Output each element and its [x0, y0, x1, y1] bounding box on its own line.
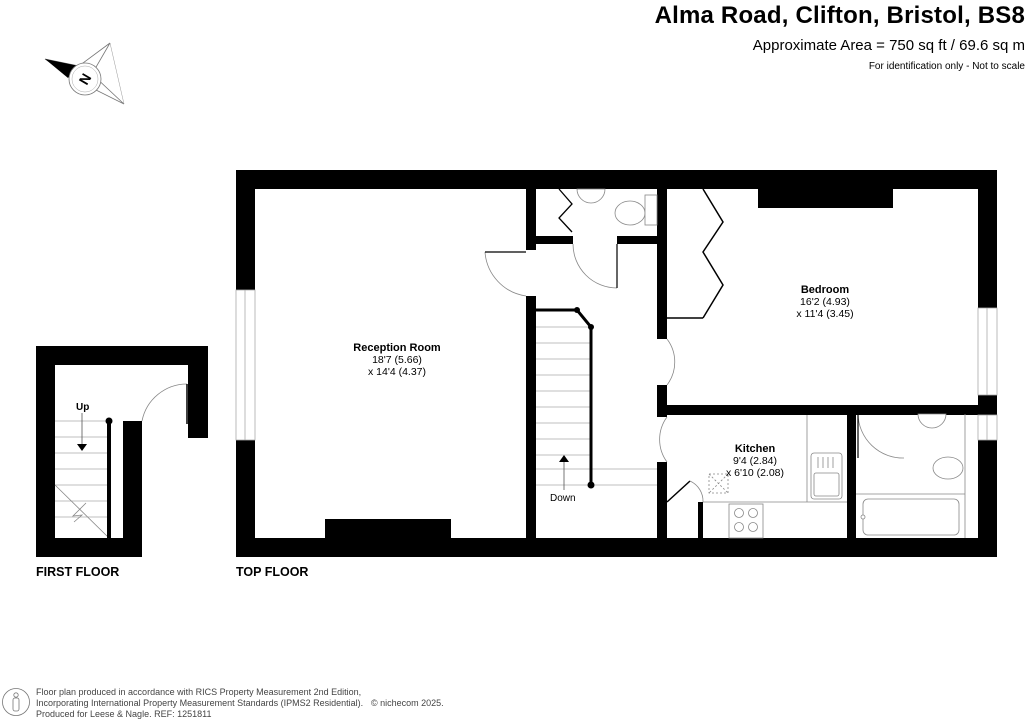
property-title: Alma Road, Clifton, Bristol, BS8: [654, 2, 1025, 29]
top-floor-walls: [236, 170, 997, 557]
room-dimension: x 14'4 (4.37): [367, 366, 427, 378]
top-floor-label: TOP FLOOR: [236, 565, 309, 579]
room-name: Reception Room: [353, 342, 441, 354]
stairs-down-label: Down: [550, 493, 576, 504]
windows: [235, 289, 998, 441]
room-dimension: x 11'4 (3.45): [796, 308, 854, 320]
copyright-text: © nichecom 2025.: [371, 698, 444, 708]
kitchen-fixtures: [703, 415, 847, 539]
room-dimension: x 6'10 (2.08): [725, 467, 785, 479]
room-kitchen: Kitchen 9'4 (2.84) x 6'10 (2.08): [726, 443, 784, 479]
footer-line: Incorporating International Property Mea…: [36, 698, 364, 708]
wc-fixtures: [576, 188, 658, 226]
bedroom-wardrobe: [667, 188, 724, 319]
stairs-up-label: Up: [76, 402, 90, 413]
room-dimension: 9'4 (2.84): [732, 455, 778, 467]
room-name: Bedroom: [800, 284, 850, 296]
doors: [484, 243, 905, 503]
room-dimension: 18'7 (5.66): [372, 354, 422, 366]
top-floor-stairs: [536, 307, 657, 490]
disclaimer-text: For identification only - Not to scale: [868, 61, 1025, 72]
approximate-area: Approximate Area = 750 sq ft / 69.6 sq m: [752, 37, 1025, 54]
room-bedroom: Bedroom 16'2 (4.93) x 11'4 (3.45): [796, 284, 853, 320]
room-dimension: 16'2 (4.93): [800, 296, 850, 308]
footer-line: Floor plan produced in accordance with R…: [36, 687, 362, 697]
first-floor-door: [141, 383, 188, 424]
room-name: Kitchen: [734, 443, 776, 455]
person-scale-icon: [2, 688, 30, 716]
wc-cupboard: [558, 188, 573, 233]
footer-notes: Floor plan produced in accordance with R…: [36, 687, 363, 720]
footer-line: Produced for Leese & Nagle. REF: 1251811: [36, 709, 212, 719]
bathroom-fixtures: [856, 413, 966, 538]
room-reception: Reception Room 18'7 (5.66) x 14'4 (4.37): [353, 342, 440, 378]
first-floor-label: FIRST FLOOR: [36, 565, 120, 579]
first-floor-walls: [36, 346, 208, 557]
compass-north-icon: N: [44, 42, 125, 105]
first-floor-stairs: [54, 413, 113, 539]
